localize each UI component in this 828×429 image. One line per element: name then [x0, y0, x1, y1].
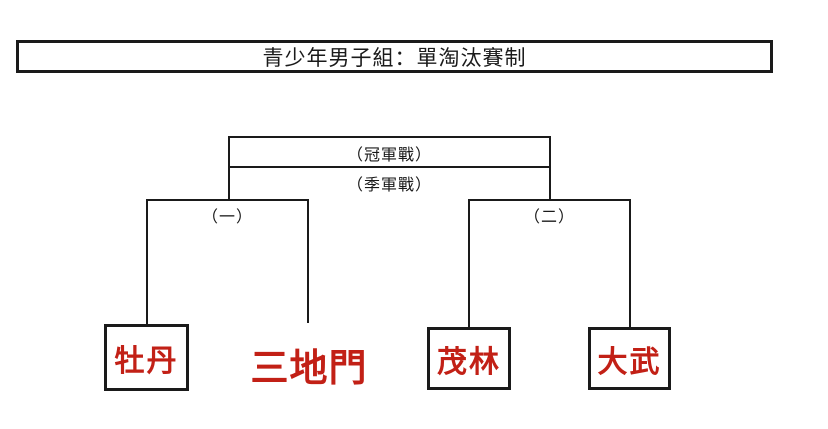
semifinal1-right-connector: [307, 199, 309, 323]
final-match-label: （冠軍戰）: [346, 145, 432, 164]
team-name-dawu: 大武: [597, 344, 662, 380]
final-top-line: [228, 136, 551, 138]
semifinal2-left-connector: [468, 199, 470, 327]
semifinal1-top-line: [146, 199, 309, 201]
semifinal1-left-connector: [146, 199, 148, 325]
consolation-line: [228, 166, 551, 168]
final-right-connector: [549, 136, 551, 201]
page-title: 青少年男子組：單淘汰賽制: [262, 45, 527, 70]
team-name-mudan: 牡丹: [114, 343, 179, 379]
semifinal2-top-line: [468, 199, 631, 201]
semifinal2-right-connector: [629, 199, 631, 327]
team-name-sandimen: 三地門: [250, 345, 368, 390]
team-box-dawu: 大武: [588, 327, 671, 390]
semifinal1-label: （一）: [201, 207, 253, 226]
title-box: 青少年男子組：單淘汰賽制: [16, 40, 773, 73]
team-box-mudan: 牡丹: [104, 324, 189, 391]
team-name-maolin: 茂林: [437, 344, 501, 380]
team-box-maolin: 茂林: [427, 327, 511, 390]
final-left-connector: [228, 136, 230, 201]
consolation-match-label: （季軍戰）: [346, 175, 432, 194]
semifinal2-label: （二）: [523, 207, 575, 226]
